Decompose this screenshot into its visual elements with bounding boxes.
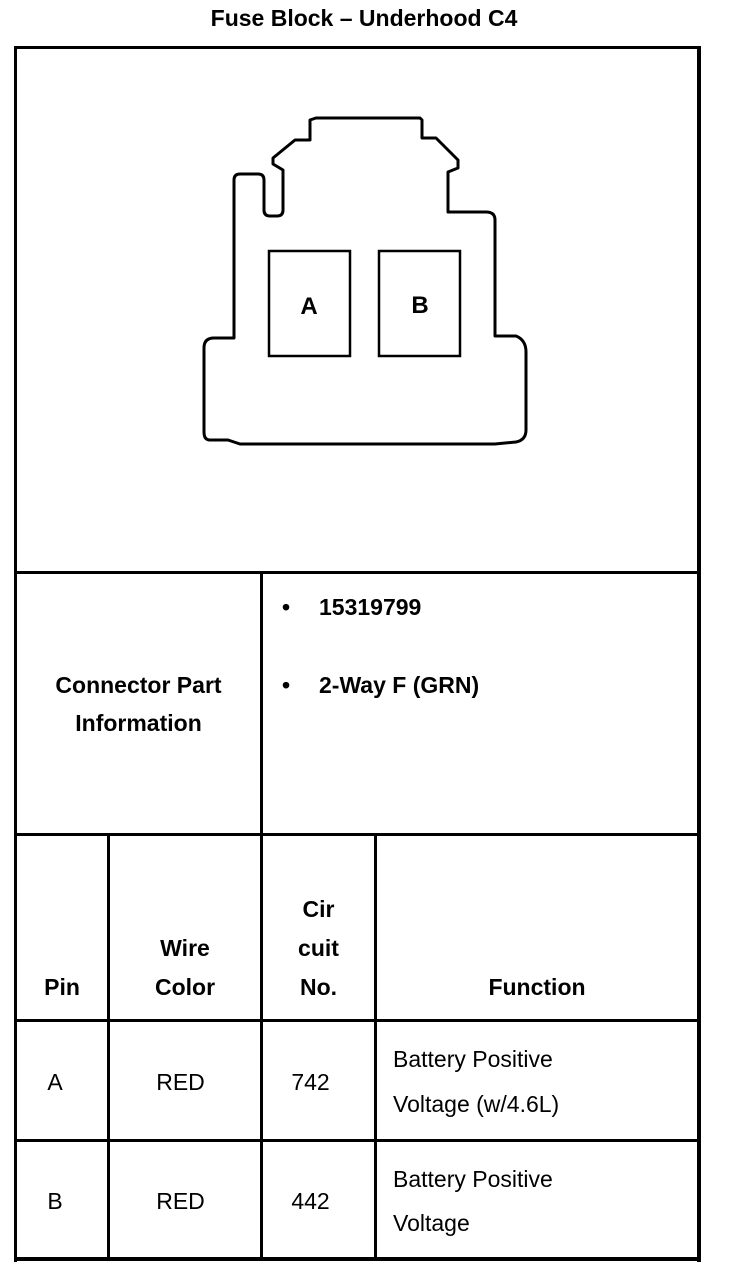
cavity-b-label: B [411,292,428,319]
header-wire-color-line1: Wire [160,935,210,961]
cavity-a-label: A [300,293,317,320]
frame-top-border [14,46,701,49]
divider-below-header [14,1019,701,1022]
row-b-function-line2: Voltage [393,1210,470,1236]
connector-type-bullet: • [282,672,291,698]
row-b-pin: B [47,1188,63,1214]
row-a-wire-color: RED [156,1069,205,1095]
part-info-column-divider [260,571,263,836]
row-a-circuit-no: 742 [291,1069,330,1095]
frame-left-border [14,46,17,1262]
row-b-circuit-no: 442 [291,1188,330,1214]
frame-right-border [697,46,701,1262]
header-wire-color-line2: Color [154,974,216,1000]
part-info-label-line2: Information [75,710,202,736]
divider-below-diagram [14,571,701,574]
row-b-function-line1: Battery Positive [393,1166,553,1192]
row-a-pin: A [47,1069,63,1095]
header-function: Function [488,974,586,1000]
column-divider-pin [107,833,110,1261]
column-divider-circuit [374,833,377,1261]
header-pin: Pin [44,974,80,1000]
divider-between-rows [14,1139,701,1142]
header-circuit-line1: Cir [302,896,335,922]
divider-below-part-info [14,833,701,836]
page-title: Fuse Block – Underhood C4 [210,5,518,31]
row-a-function-line2: Voltage (w/4.6L) [393,1091,560,1117]
row-a-function-line1: Battery Positive [393,1046,553,1072]
frame-bottom-border [14,1257,701,1261]
column-divider-wire [260,833,263,1261]
header-circuit-line3: No. [299,974,338,1000]
header-circuit-line2: cuit [298,935,339,961]
cavity-a-box [267,249,352,358]
row-b-wire-color: RED [156,1188,205,1214]
part-info-label-line1: Connector Part [55,672,222,698]
part-number: 15319799 [319,594,422,620]
part-number-bullet: • [282,594,291,620]
connector-housing-outline [202,116,528,446]
connector-type: 2-Way F (GRN) [319,672,480,698]
cavity-b-box [377,249,462,358]
